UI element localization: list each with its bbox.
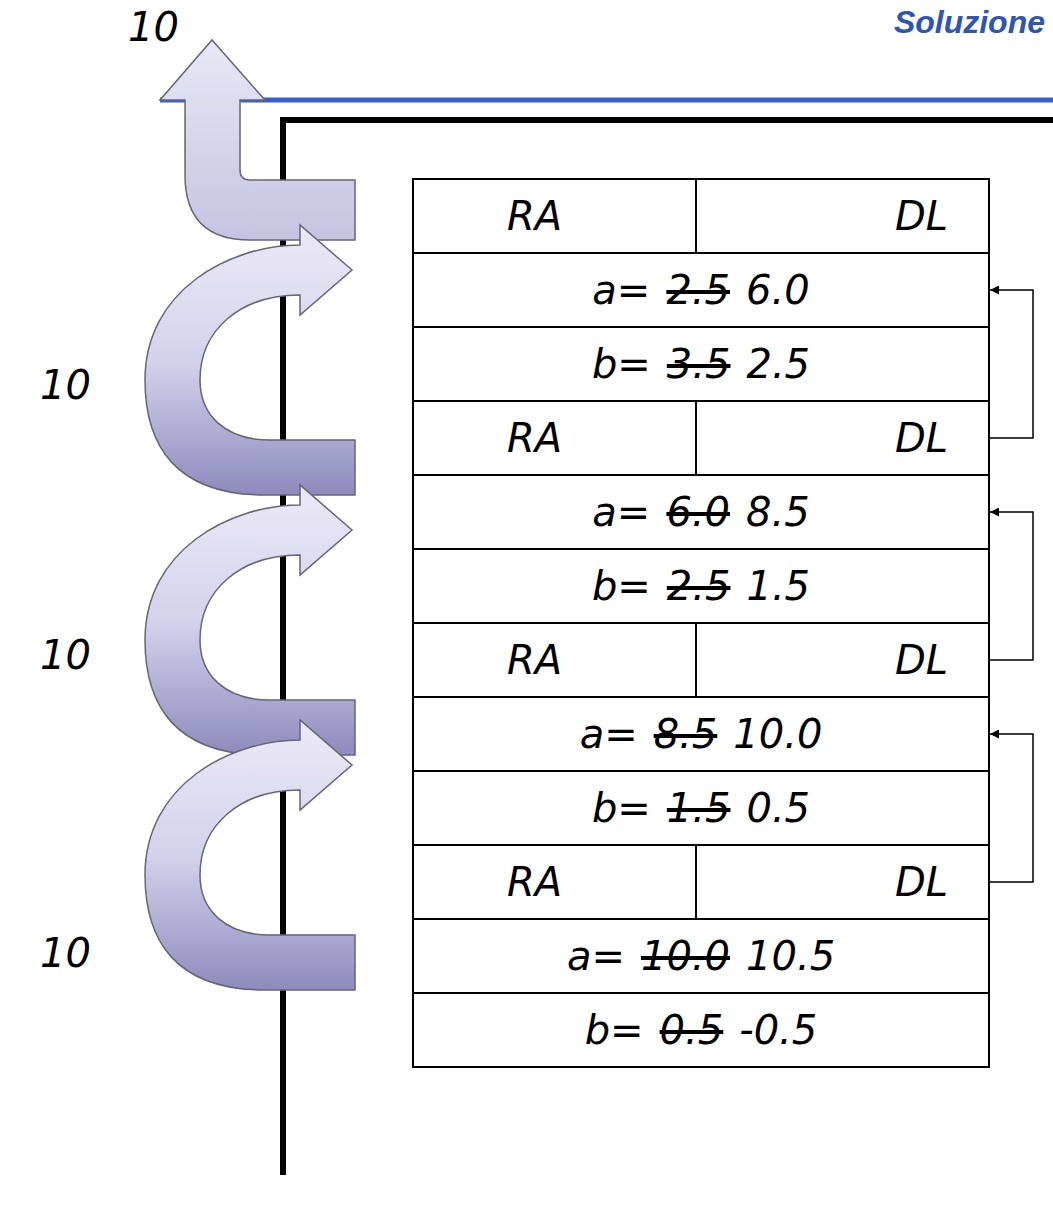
old-value: 8.5: [654, 711, 718, 757]
cell-text: DL: [895, 415, 948, 461]
old-value: 1.5: [667, 785, 731, 831]
dl-cell: DL: [695, 844, 990, 920]
variable-a-cell: a= 10.0 10.5: [412, 918, 990, 994]
spiral-arrow: [145, 485, 355, 755]
variable-b-cell: b= 3.5 2.5: [412, 326, 990, 402]
cell-text: RA: [507, 859, 562, 905]
cell-text: RA: [507, 637, 562, 683]
old-value: 2.5: [666, 267, 730, 313]
cell-text: DL: [895, 859, 948, 905]
cell-text: DL: [895, 637, 948, 683]
return-arrow: [160, 40, 355, 240]
return-value: 10: [128, 4, 179, 50]
ra-cell: RA: [412, 178, 697, 254]
cell-text: 10.0: [733, 711, 822, 757]
dynamic-link: [990, 290, 1033, 438]
ra-cell: RA: [412, 622, 697, 698]
ra-cell: RA: [412, 400, 697, 476]
ra-cell: RA: [412, 844, 697, 920]
spiral-arrow: [145, 225, 355, 495]
old-value: 10.0: [641, 933, 730, 979]
variable-a-cell: a= 2.5 6.0: [412, 252, 990, 328]
header-rule: [160, 98, 1053, 103]
dynamic-link: [990, 512, 1033, 660]
variable-b-cell: b= 2.5 1.5: [412, 548, 990, 624]
variable-a-cell: a= 8.5 10.0: [412, 696, 990, 772]
dl-cell: DL: [695, 178, 990, 254]
cell-text: a=: [592, 489, 650, 535]
cell-text: DL: [895, 193, 948, 239]
return-value: 10: [40, 632, 91, 678]
cell-text: 6.0: [746, 267, 810, 313]
cell-text: b=: [592, 785, 651, 831]
cell-text: 8.5: [746, 489, 810, 535]
cell-text: 10.5: [746, 933, 835, 979]
variable-b-cell: b= 1.5 0.5: [412, 770, 990, 846]
cell-text: 2.5: [746, 341, 810, 387]
old-value: 6.0: [666, 489, 730, 535]
dl-cell: DL: [695, 400, 990, 476]
old-value: 3.5: [667, 341, 731, 387]
cell-text: RA: [507, 193, 562, 239]
cell-text: 1.5: [746, 563, 810, 609]
dl-cell: DL: [695, 622, 990, 698]
variable-b-cell: b= 0.5 -0.5: [412, 992, 990, 1068]
old-value: 2.5: [667, 563, 731, 609]
cell-text: RA: [507, 415, 562, 461]
cell-text: a=: [580, 711, 638, 757]
cell-text: a=: [567, 933, 625, 979]
old-value: 0.5: [660, 1007, 724, 1053]
cell-text: b=: [585, 1007, 644, 1053]
stack-top: [280, 117, 1053, 123]
variable-a-cell: a= 6.0 8.5: [412, 474, 990, 550]
cell-text: a=: [592, 267, 650, 313]
cell-text: b=: [592, 341, 651, 387]
return-value: 10: [40, 930, 91, 976]
cell-text: b=: [592, 563, 651, 609]
slide-title: Soluzione: [894, 4, 1045, 41]
spiral-arrow: [145, 720, 355, 990]
cell-text: 0.5: [746, 785, 810, 831]
cell-text: -0.5: [739, 1007, 817, 1053]
return-value: 10: [40, 362, 91, 408]
dynamic-link: [990, 734, 1033, 882]
